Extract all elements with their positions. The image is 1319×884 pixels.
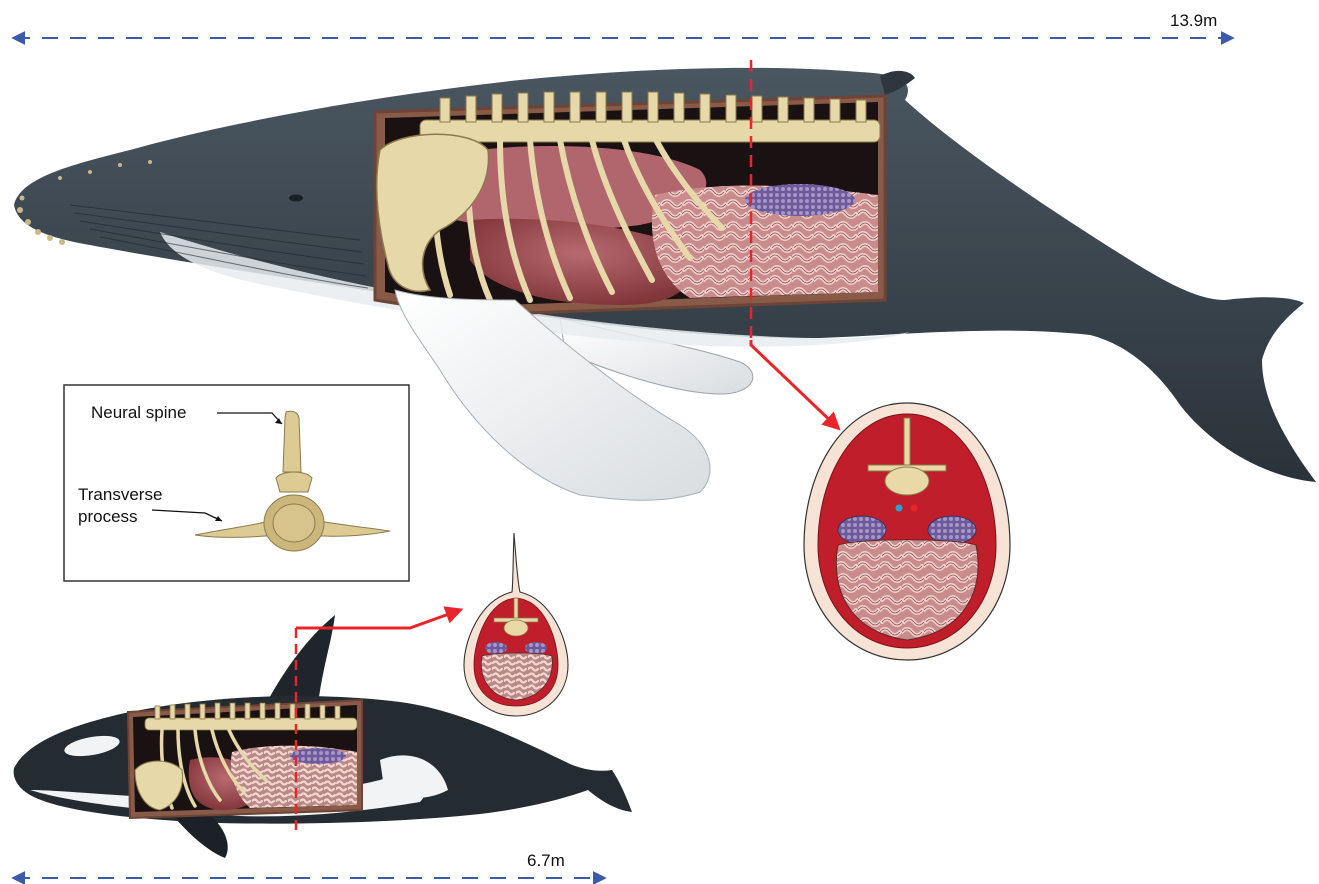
transverse-label-line1: Transverse	[78, 485, 162, 504]
humpback-kidney	[745, 184, 855, 216]
humpback-whale	[14, 60, 1316, 500]
orca-section-kidney-left	[485, 642, 507, 654]
humpback-cutaway	[375, 92, 885, 315]
humpback-section-artery	[911, 505, 918, 512]
orca-cutaway	[128, 700, 362, 818]
orca-section-kidney-right	[525, 642, 547, 654]
orca-length-scale: 6.7m	[14, 851, 604, 878]
vertebra-bone	[195, 411, 390, 551]
orca-cross-section	[464, 533, 568, 716]
humpback-length-scale: 13.9m	[14, 11, 1232, 38]
humpback-eye	[289, 195, 303, 202]
humpback-cut-arrow	[751, 340, 838, 428]
vertebra-inset: Neural spine Transverse process	[64, 385, 409, 581]
orca-kidney	[290, 748, 346, 764]
humpback-length-label: 13.9m	[1170, 11, 1217, 30]
transverse-pointer	[152, 510, 222, 521]
transverse-label-line2: process	[78, 507, 138, 526]
orca-length-label: 6.7m	[527, 851, 565, 870]
neural-spine-pointer	[217, 413, 282, 424]
humpback-section-vein	[896, 505, 903, 512]
neural-spine-label: Neural spine	[91, 403, 186, 422]
orca-cut-arrow	[296, 610, 460, 628]
humpback-cross-section	[804, 403, 1010, 660]
